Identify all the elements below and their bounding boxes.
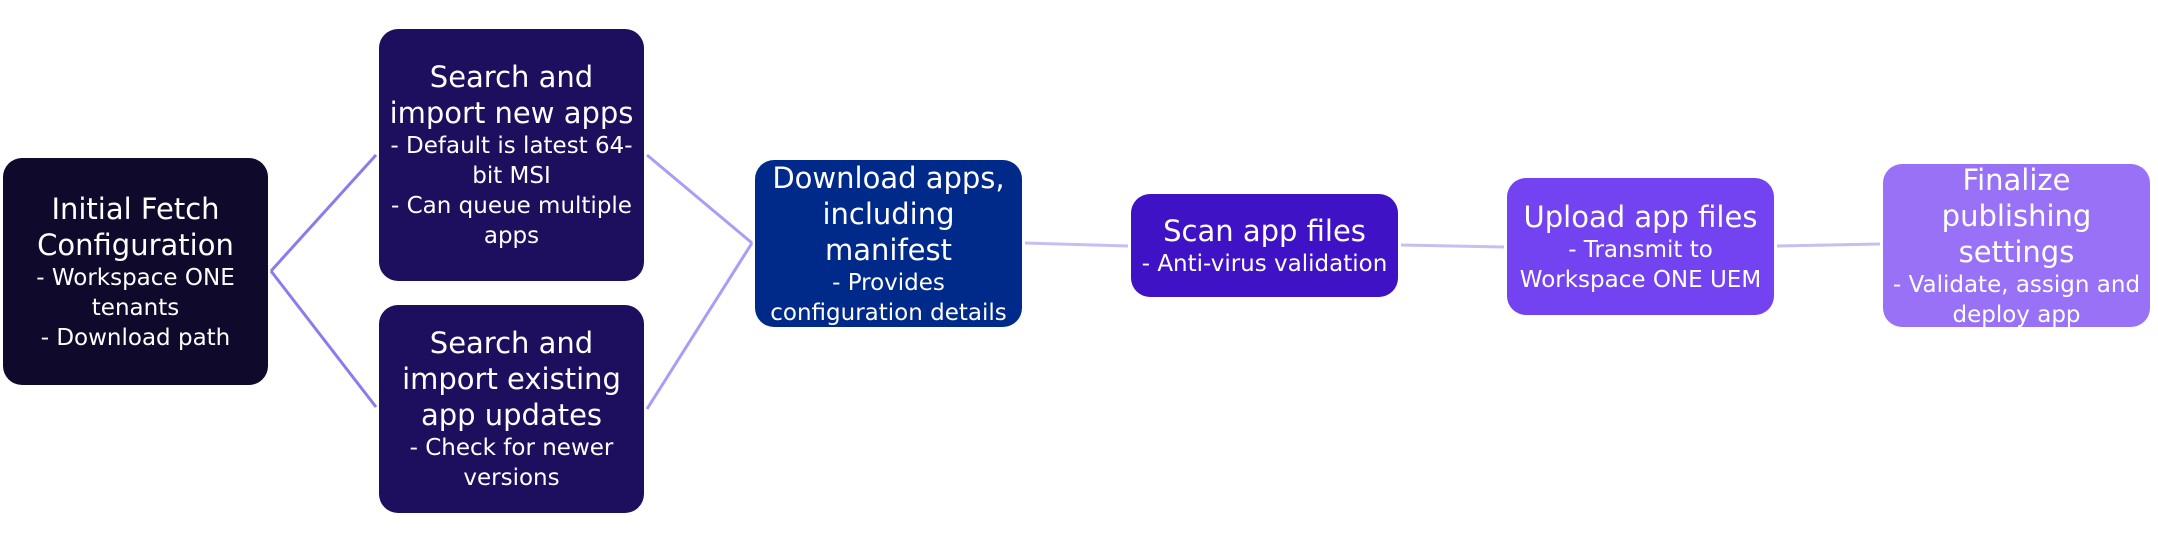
edge-scan-to-upload xyxy=(1400,243,1505,249)
node-title: Download apps, including manifest xyxy=(772,160,1005,267)
edge-initial-to-search-updates xyxy=(269,270,378,408)
node-detail: - Provides configuration details xyxy=(770,269,1007,326)
node-title: Search and import new apps xyxy=(389,60,634,130)
edge-upload-to-finalize xyxy=(1776,242,1881,248)
node-detail: - Default is latest 64-bit MSI xyxy=(390,133,633,189)
node-scan-app-files: Scan app files - Anti-virus validation xyxy=(1131,194,1398,297)
node-download-apps: Download apps, including manifest - Prov… xyxy=(755,160,1022,327)
node-search-import-new-apps: Search and import new apps - Default is … xyxy=(379,29,644,281)
node-detail: - Can queue multiple apps xyxy=(391,193,632,249)
node-initial-fetch-configuration: Initial Fetch Configuration - Workspace … xyxy=(3,158,268,385)
node-title: Finalize publishing settings xyxy=(1941,162,2092,269)
node-detail: - Download path xyxy=(40,324,231,351)
node-detail: - Check for newer versions xyxy=(409,435,614,491)
node-finalize-publishing-settings: Finalize publishing settings - Validate,… xyxy=(1883,162,2150,328)
node-title: Search and import existing app updates xyxy=(402,326,621,432)
node-detail: - Transmit to Workspace ONE UEM xyxy=(1519,236,1762,293)
edge-initial-to-search-new xyxy=(269,153,378,273)
node-detail: - Workspace ONE tenants xyxy=(36,264,235,321)
node-title: Scan app files xyxy=(1163,213,1366,248)
node-title: Upload app files xyxy=(1523,199,1758,234)
node-detail: - Anti-virus validation xyxy=(1141,250,1388,277)
node-detail: - Validate, assign and deploy app xyxy=(1892,271,2141,328)
node-search-import-app-updates: Search and import existing app updates -… xyxy=(379,305,644,513)
node-upload-app-files: Upload app files - Transmit to Workspace… xyxy=(1507,178,1774,315)
edge-search-updates-to-download xyxy=(645,242,754,410)
edge-search-new-to-download xyxy=(646,153,753,245)
edge-download-to-scan xyxy=(1024,241,1129,248)
node-title: Initial Fetch Configuration xyxy=(37,191,234,262)
